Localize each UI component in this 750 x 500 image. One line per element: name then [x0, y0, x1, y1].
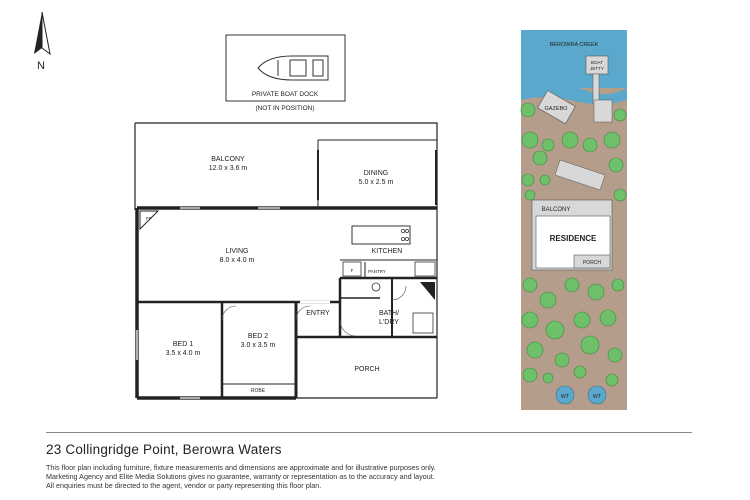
- room-dims-bed1: 3.5 x 4.0 m: [166, 350, 201, 357]
- tree-icon: [524, 189, 536, 201]
- fridge: [342, 261, 362, 277]
- tree-icon: [554, 352, 570, 368]
- disclaimer-line-2: Marketing Agency and Elite Media Solutio…: [46, 472, 435, 482]
- kitchen-island: [351, 225, 411, 245]
- room-name-robe: ROBE: [251, 388, 266, 394]
- tree-icon: [564, 277, 580, 293]
- tree-icon: [613, 188, 627, 202]
- jetty-walkway: [592, 73, 600, 105]
- site-porch-label: PORCH: [583, 260, 601, 266]
- tree-icon: [539, 174, 551, 186]
- site-gazebo-label: GAZEBO: [545, 106, 569, 112]
- room-name-dining: DINING: [364, 170, 389, 177]
- door-swings: [221, 285, 407, 337]
- tree-icon: [603, 131, 621, 149]
- tree-icon: [573, 311, 591, 329]
- tree-icon: [545, 320, 565, 340]
- tree-icon: [608, 157, 624, 173]
- kitchen-sink: [414, 261, 436, 277]
- site-jetty-label-2: JETTY: [590, 66, 604, 71]
- tree-icon: [561, 131, 579, 149]
- site-porch: [573, 254, 611, 269]
- tree-icon: [582, 137, 598, 153]
- site-trees: [520, 102, 627, 387]
- tree-icon: [532, 150, 548, 166]
- room-name-pantry: PANTRY: [368, 269, 386, 274]
- room-name-bath-2: L'DRY: [379, 319, 399, 326]
- north-arrow-icon: [34, 11, 51, 56]
- fridge-label: F: [351, 268, 354, 273]
- room-name-living: LIVING: [226, 248, 249, 255]
- tree-icon: [521, 131, 539, 149]
- tree-icon: [607, 347, 623, 363]
- room-name-bed2: BED 2: [248, 333, 268, 340]
- floor-plan-drawing: N PRIVATE BOAT DOCK (NOT IN POSITION): [34, 11, 627, 410]
- tree-icon: [580, 335, 600, 355]
- water-tank-1: [555, 385, 575, 405]
- tree-icon: [522, 277, 538, 293]
- tree-icon: [522, 367, 538, 383]
- room-name-entry: ENTRY: [306, 310, 330, 317]
- boat-dock-label: PRIVATE BOAT DOCK: [252, 91, 319, 98]
- shower: [412, 312, 434, 334]
- tree-icon: [613, 108, 627, 122]
- tree-icon: [526, 341, 544, 359]
- creek-edge: [521, 84, 627, 104]
- tree-icon: [611, 278, 625, 292]
- water-tank-2: [587, 385, 607, 405]
- tree-icon: [520, 102, 536, 118]
- tree-icon: [587, 283, 605, 301]
- creek-water: [521, 30, 627, 88]
- tank-label-2: WT: [593, 394, 602, 400]
- windows: [135, 206, 330, 400]
- windows-frames: [135, 206, 280, 400]
- room-name-fp: FP: [146, 216, 152, 221]
- site-jetty-label: BOAT: [591, 60, 603, 65]
- tank-label-1: WT: [561, 394, 570, 400]
- room-dims-balcony: 12.0 x 3.6 m: [209, 165, 248, 172]
- disclaimer-line-3: All enquiries must be directed to the ag…: [46, 481, 322, 491]
- disclaimer-line-1: This floor plan including furniture, fix…: [46, 463, 436, 472]
- tree-icon: [542, 372, 554, 384]
- room-name-porch: PORCH: [354, 366, 379, 373]
- room-name-bath: BATH/: [379, 310, 399, 317]
- disclaimer: This floor plan including furniture, fix…: [46, 463, 566, 491]
- bath-corner: [420, 282, 435, 300]
- boat-dock-note: (NOT IN POSITION): [255, 105, 314, 112]
- tree-icon: [521, 311, 539, 329]
- room-name-bed1: BED 1: [173, 341, 193, 348]
- tree-icon: [599, 309, 617, 327]
- tree-icon: [573, 365, 587, 379]
- compass-label: N: [37, 60, 45, 72]
- site-deck: [593, 99, 613, 123]
- boat-jetty: [585, 55, 609, 75]
- gazebo: [537, 90, 576, 125]
- tree-icon: [521, 173, 535, 187]
- site-creek-label: BEROWRA CREEK: [550, 42, 599, 48]
- room-name-balcony: BALCONY: [211, 156, 245, 163]
- property-address: 23 Collingridge Point, Berowra Waters: [46, 442, 282, 457]
- boat-icon: [257, 55, 329, 81]
- fireplace: [139, 210, 160, 231]
- footer-divider: [46, 432, 692, 433]
- tree-icon: [605, 373, 619, 387]
- room-dims-bed2: 3.0 x 3.5 m: [241, 342, 276, 349]
- tree-icon: [539, 291, 557, 309]
- site-residence-label: RESIDENCE: [550, 234, 597, 243]
- room-dims-dining: 5.0 x 2.5 m: [359, 179, 394, 186]
- tree-icon: [541, 138, 555, 152]
- toilet: [371, 282, 381, 292]
- site-shed: [554, 159, 606, 191]
- site-plan: BEROWRA CREEK BOAT JETTY GAZEBO BALCONY …: [520, 30, 627, 410]
- room-name-kitchen: KITCHEN: [372, 248, 403, 255]
- room-dims-living: 8.0 x 4.0 m: [220, 257, 255, 264]
- site-balcony-label: BALCONY: [542, 207, 571, 213]
- cooktop-icon: [401, 229, 409, 241]
